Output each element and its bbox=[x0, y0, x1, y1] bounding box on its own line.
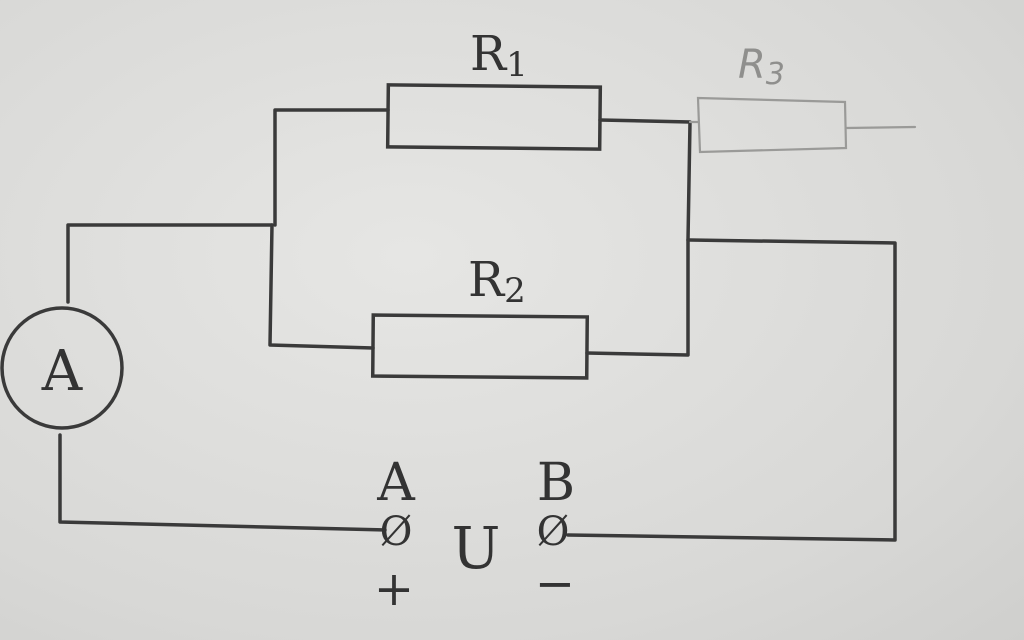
ammeter-label: A bbox=[41, 339, 83, 404]
wire-ammeter-to-a bbox=[58, 433, 387, 532]
resistor-r2-body bbox=[370, 313, 590, 380]
terminal-a-symbol: Ø bbox=[380, 509, 413, 555]
source-label: U bbox=[452, 514, 501, 582]
resistor-r2: R2 bbox=[370, 252, 590, 380]
resistor-r1-body bbox=[385, 83, 603, 151]
wire-left-to-ammeter bbox=[66, 223, 274, 304]
r2-subscript: 2 bbox=[504, 271, 526, 311]
terminal-b: B Ø − bbox=[535, 453, 575, 612]
svg-text:R1: R1 bbox=[470, 26, 528, 85]
r1-subscript: 1 bbox=[506, 45, 528, 85]
r2-label: R bbox=[468, 252, 506, 308]
resistor-r3-body bbox=[696, 96, 848, 154]
r3-label: R bbox=[738, 42, 766, 88]
ammeter-circle bbox=[0, 306, 124, 430]
wire-top-left bbox=[273, 108, 390, 227]
svg-text:R2: R2 bbox=[468, 252, 526, 311]
terminal-a-label: A bbox=[376, 453, 416, 513]
wire-right-to-b bbox=[566, 238, 897, 542]
wires bbox=[58, 108, 897, 542]
terminal-b-label: B bbox=[537, 453, 575, 513]
resistor-r1: R1 bbox=[385, 26, 603, 151]
terminal-a: A Ø + bbox=[374, 453, 416, 617]
r3-lead-right bbox=[844, 125, 917, 130]
resistor-r3-pencil: R3 bbox=[688, 42, 917, 154]
terminal-a-polarity: + bbox=[374, 561, 414, 617]
ammeter: A bbox=[0, 306, 124, 430]
svg-text:R3: R3 bbox=[738, 42, 785, 92]
terminal-b-symbol: Ø bbox=[537, 509, 570, 555]
wire-bottom-left bbox=[268, 223, 375, 350]
terminal-b-polarity: − bbox=[535, 556, 575, 612]
wire-top-right bbox=[598, 118, 692, 242]
r3-subscript: 3 bbox=[766, 57, 785, 92]
wire-bottom-right bbox=[585, 238, 690, 357]
r1-label: R bbox=[470, 26, 508, 82]
